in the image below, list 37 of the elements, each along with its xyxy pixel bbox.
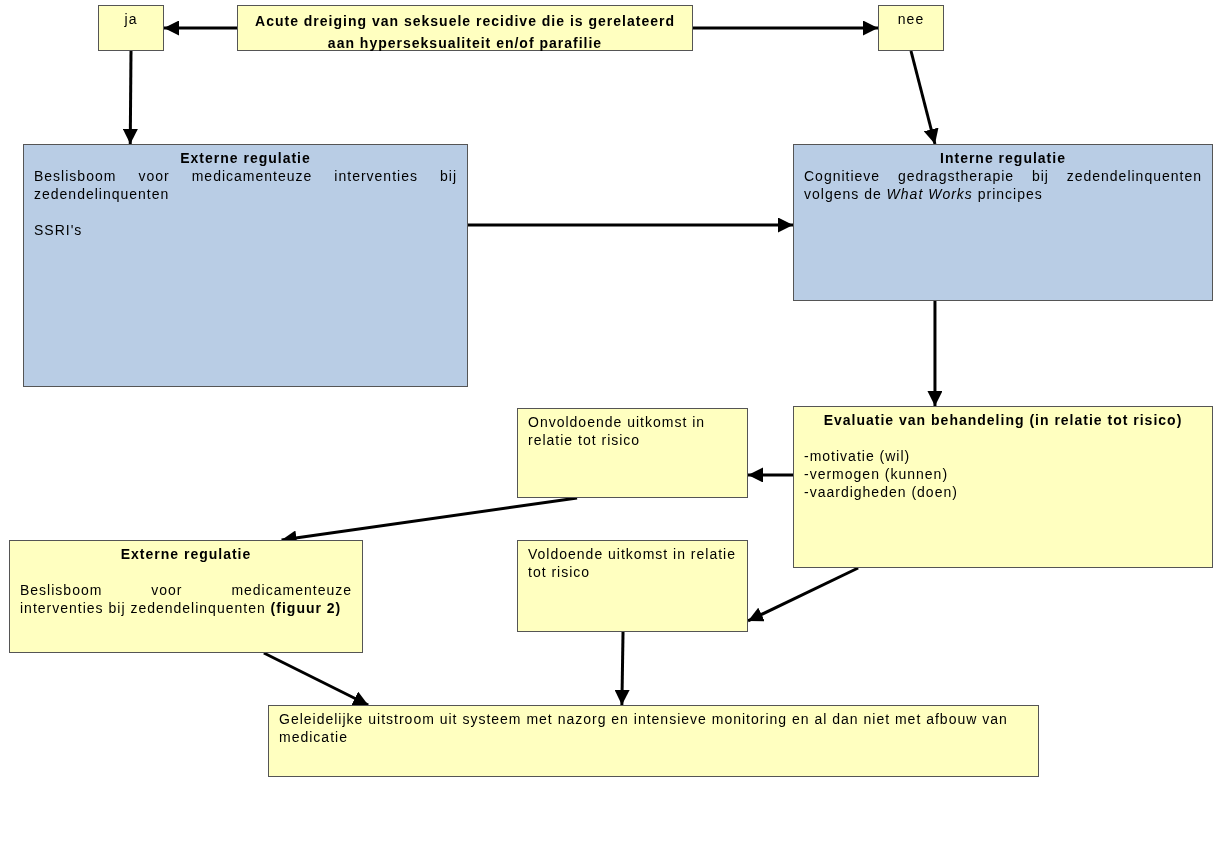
box-text: Cognitieve gedragstherapie bij zedendelinquenten volgens de What Works principes	[804, 167, 1202, 203]
box-text: Voldoende uitkomst in relatie tot risico	[528, 545, 737, 581]
box-text: nee	[896, 10, 926, 28]
arrow	[909, 50, 939, 145]
box-text: SSRI's	[34, 221, 84, 239]
process-box	[793, 144, 1213, 301]
box-text: Beslisboom voor medicamenteuze interventies bij zedendelinquenten	[34, 167, 457, 203]
process-box	[9, 540, 363, 653]
arrow	[748, 467, 793, 483]
box-heading: Externe regulatie	[179, 149, 312, 167]
box-text: Beslisboom voor medicamenteuze interventies bij zedendelinquenten (figuur 2)	[20, 581, 352, 617]
box-text: Geleidelijke uitstroom uit systeem met nazorg en intensieve monitoring en al dan niet met afbouw van medicatie	[279, 710, 1009, 746]
box-heading: Externe regulatie	[119, 545, 253, 563]
arrow	[614, 631, 630, 706]
process-box	[23, 144, 468, 387]
arrow	[122, 51, 138, 144]
question-box	[237, 5, 693, 51]
process-box	[793, 406, 1213, 568]
arrow	[468, 217, 793, 233]
arrow	[927, 301, 943, 406]
list-item: -vaardigheden (doen)	[804, 483, 959, 501]
process-box	[268, 705, 1039, 777]
list-item: -vermogen (kunnen)	[804, 465, 950, 483]
box-text: ja	[123, 10, 139, 28]
question-text: Acute dreiging van seksuele recidive die is gerelateerd aan hyperseksualiteit en/of parafilie	[254, 12, 676, 53]
arrow	[747, 566, 859, 623]
process-box	[517, 408, 748, 498]
list-item: -motivatie (wil)	[804, 447, 912, 465]
arrow	[164, 20, 237, 36]
box-heading: Evaluatie van behandeling (in relatie tot risico)	[822, 411, 1184, 429]
process-box	[878, 5, 944, 51]
arrow	[263, 651, 369, 707]
process-box	[98, 5, 164, 51]
arrow	[693, 20, 878, 36]
box-heading: Interne regulatie	[939, 149, 1067, 167]
process-box	[517, 540, 748, 632]
box-text: Onvoldoende uitkomst in relatie tot risico	[528, 413, 707, 449]
